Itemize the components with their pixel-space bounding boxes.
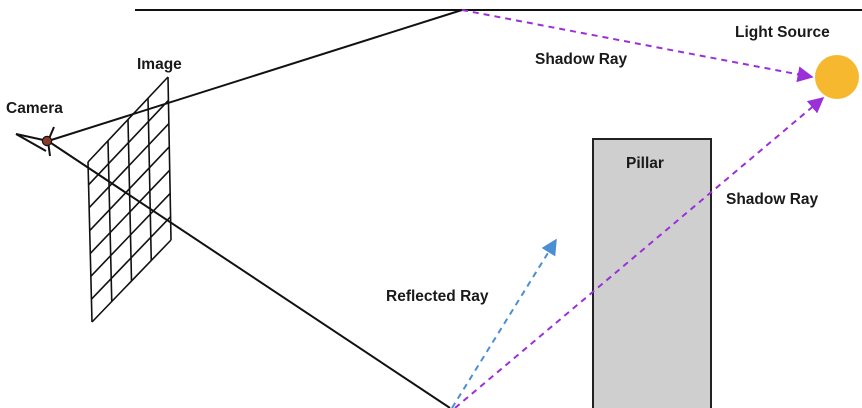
grid-horizontal-line	[91, 239, 172, 323]
reflected-ray	[451, 238, 557, 408]
grid-vertical-line	[167, 76, 172, 241]
shadow-ray-top-label: Shadow Ray	[535, 51, 628, 68]
primary-ray-upper	[47, 9, 463, 142]
primary-ray-lower	[47, 140, 451, 408]
image-label: Image	[137, 56, 182, 73]
camera-lens-dot	[41, 135, 53, 147]
grid-horizontal-line	[87, 76, 169, 163]
image-plane-grid	[87, 76, 172, 323]
grid-vertical-line	[87, 161, 93, 323]
grid-vertical-line	[127, 119, 133, 282]
grid-horizontal-line	[89, 169, 171, 254]
grid-horizontal-line	[88, 123, 170, 209]
grid-horizontal-line	[90, 192, 171, 277]
light-source-icon	[815, 55, 859, 99]
camera-icon	[15, 126, 55, 157]
grid-horizontal-line	[90, 216, 172, 300]
grid-vertical-line	[147, 98, 153, 261]
camera-label: Camera	[6, 100, 63, 117]
shadow-ray-right-label: Shadow Ray	[726, 191, 819, 208]
shadow-ray-lower	[454, 96, 825, 408]
grid-vertical-line	[107, 140, 113, 302]
grid-horizontal-line	[89, 146, 170, 232]
light-source-label: Light Source	[735, 24, 830, 41]
grid-horizontal-line	[87, 99, 170, 186]
pillar-label: Pillar	[626, 155, 664, 172]
reflected-ray-label: Reflected Ray	[386, 288, 489, 305]
shadow-ray-top	[461, 9, 814, 83]
pillar	[592, 138, 712, 408]
